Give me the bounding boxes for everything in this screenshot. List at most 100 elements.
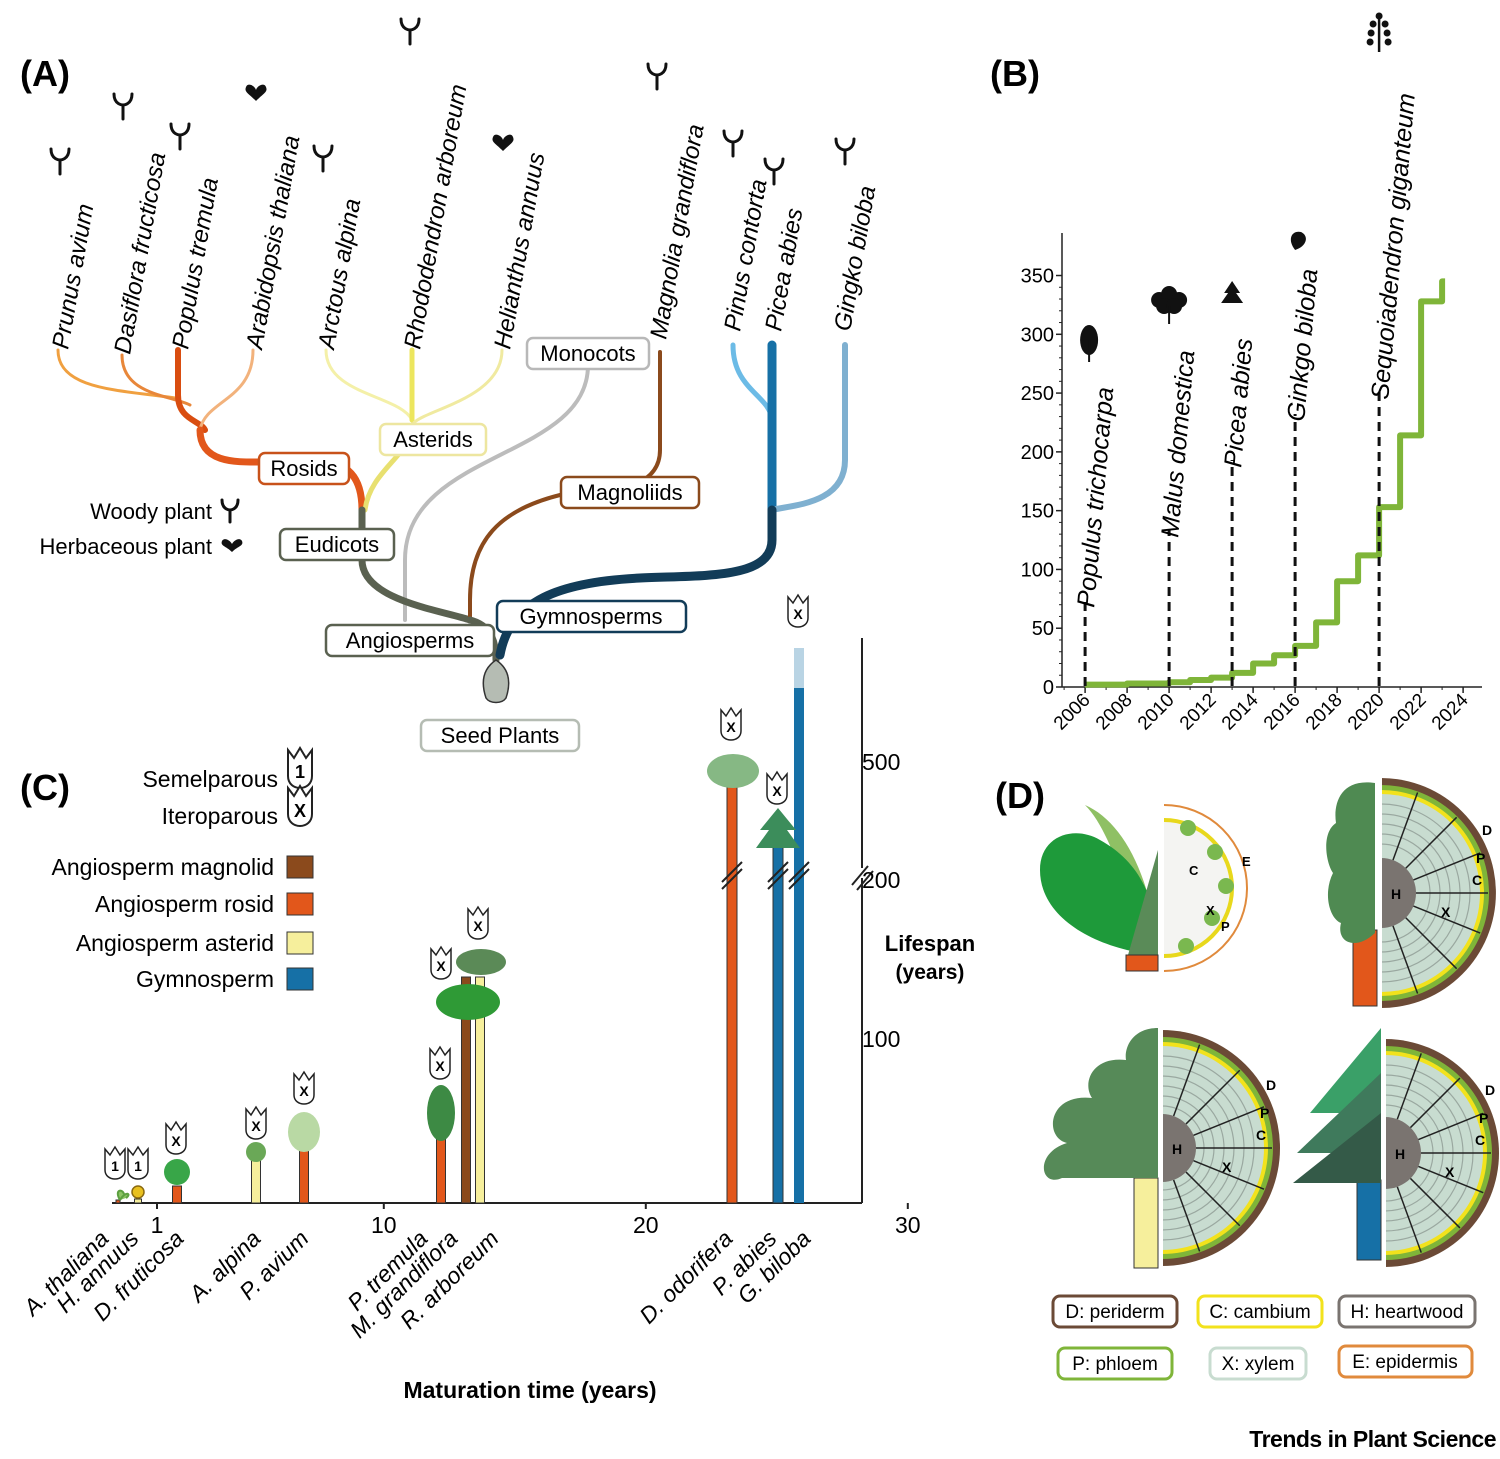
sequoia-leaf-dot [1367,29,1375,37]
crown-rosid [1326,782,1375,944]
legend-herbaceous-plant: Herbaceous plant [40,534,212,559]
iteroparous-icon-p-tremula: X [429,1045,451,1080]
trunk-gymnosperm [1356,1179,1382,1261]
parity-shape [293,1070,315,1105]
legend-swatch-rosid [286,892,314,916]
species-label-prunus-avium: Prunus avium [47,202,99,351]
ray [1413,905,1481,934]
panel-d-label: (D) [995,775,1045,816]
y-tick-label: 100 [1021,559,1054,581]
stem-base [1125,954,1159,972]
legend-herbaceous-icon [221,539,243,552]
parity-shape [467,905,489,940]
bar-g-biloba [794,648,804,1203]
crown-d-odorifera [707,754,759,788]
annotation-sequoiadendron-giganteum: Sequoiadendron giganteum [1366,92,1421,400]
legend-woody-icon [220,498,240,524]
legend-woody-plant: Woody plant [90,499,212,524]
y-tick-label: 350 [1021,266,1054,288]
legend-epidermis: E: epidermis [1352,1352,1458,1373]
woody-icon-populus-tremula [169,122,191,151]
legend-swatch-magnolid [286,855,314,879]
sequoia-leaf-dot [1381,20,1389,28]
legend-swatch-asterid [286,931,314,955]
species-label-arabidopsis-thaliana: Arabidopsis thaliana [241,133,305,353]
branch-arabidopsis [198,348,255,432]
iteroparous-icon-a-alpina: X [245,1105,267,1140]
ray [1193,1106,1265,1136]
x-tick-label: 2010 [1134,690,1179,735]
crown-asterid [1043,1028,1158,1180]
parity-mark: X [473,918,483,934]
panel-b-label: (B) [990,53,1040,94]
parity-mark: 1 [111,1158,119,1174]
flower-h-annuus [131,1185,145,1199]
parity-mark: X [299,1083,309,1099]
letter-p-rosid: P [1476,850,1485,866]
parity-mark: X [726,719,736,735]
x-tick-label: 30 [895,1212,921,1238]
parity-mark: X [436,958,446,974]
bar-r-arboreum [475,976,485,1204]
legend-phloem: P: phloem [1072,1354,1158,1375]
sequoia-leaf-dot [1366,38,1374,46]
species-label-helianthus-annuus: Helianthus annuus [489,151,550,351]
ray [1396,1186,1422,1253]
x-tick-label: 2024 [1428,689,1473,734]
y-axis-title: Lifespan [885,931,975,956]
clade-monocots: Monocots [540,341,635,366]
letter-c-herb: C [1189,863,1199,878]
crown-p-abies [756,808,800,848]
legend-gymnosperm: Gymnosperm [136,966,274,992]
seed-icon [482,659,510,704]
letter-c-asterid: C [1256,1127,1266,1143]
x-tick-label: 2012 [1176,690,1221,735]
heartwood-rosid [1381,858,1416,928]
legend-xylem: X: xylem [1222,1354,1295,1375]
y-tick-label: 300 [1021,324,1054,346]
y-tick-label: 50 [1032,618,1054,640]
clade-box-seed-plants [419,718,581,753]
parity-shape [429,1045,451,1080]
vascular-bundles [1178,820,1234,954]
parity-shape [720,706,742,741]
y-axis-break [851,865,874,891]
bar-break-p-abies [767,861,789,890]
clade-box-angiosperms [324,623,496,658]
letter-x-asterid: X [1222,1159,1232,1175]
clade-labels: Rosids Asterids Monocots Eudicots Magnol… [257,336,701,753]
legend-heartwood-box [1337,1294,1477,1329]
x-tick-label: 2022 [1386,690,1431,735]
legend-epidermis-box [1337,1344,1474,1379]
legend-iteroparous: Iteroparous [162,803,278,829]
ray [1409,1177,1461,1229]
x-tick-label: 2020 [1344,690,1389,735]
x-tick-label: 10 [371,1212,397,1238]
x-tick-label: 20 [633,1212,659,1238]
journal-credit: Trends in Plant Science [1249,1426,1496,1452]
branch-pinus [730,342,775,423]
trunk-asterid [1133,1177,1159,1269]
y-tick-label: 100 [862,1026,900,1052]
species-label-arctous-alpina: Arctous alpina [313,197,366,353]
parity-mark: X [793,606,803,622]
ray [1396,1053,1422,1120]
iteroparous-icon-d-fruticosa: X [165,1120,187,1155]
parity-mark: X [251,1118,261,1134]
letter-p-herb: P [1221,919,1230,934]
y-tick-label: 0 [1043,677,1054,699]
letter-h-gymnosperm: H [1395,1146,1405,1162]
clade-box-rosids [257,451,351,486]
woody-icon-picea-abies [763,157,785,186]
clade-magnoliids: Magnoliids [577,480,682,505]
herbaceous-icon-arabidopsis-thaliana [245,84,267,101]
branch-eudicots [358,506,474,624]
letter-h-asterid: H [1172,1141,1182,1157]
bar-p-avium [299,1144,309,1204]
ray [1405,816,1458,869]
sequoia-leaf-dot [1369,20,1377,28]
spruce-icon [1221,281,1244,303]
iteroparous-icon-p-abies: X [766,770,788,805]
